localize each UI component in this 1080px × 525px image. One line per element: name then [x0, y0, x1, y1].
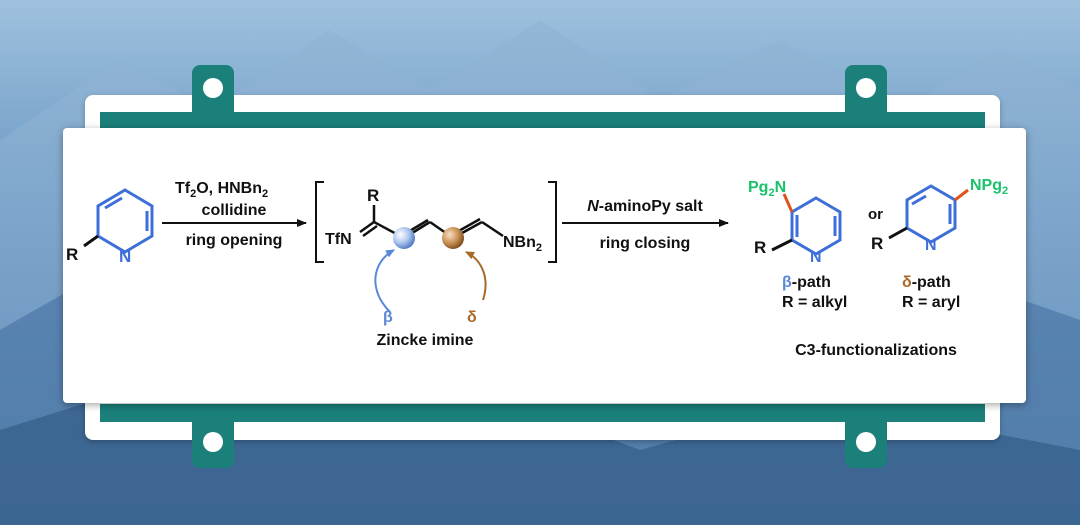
product-delta-r: R	[871, 234, 883, 253]
imine-nbn2-label: NBn2	[503, 234, 542, 254]
scheme-card	[63, 128, 1026, 403]
start-r-label: R	[66, 245, 78, 264]
product-beta-pyridine: Pg2N R N β-path R = alkyl	[748, 179, 847, 311]
product-delta-path: δ-path	[902, 274, 951, 291]
zincke-imine-structure: R TfN NBn2 β δ Zincke imine	[325, 186, 542, 349]
delta-attack-arrow	[465, 251, 487, 301]
product-delta-pyridine: NPg2 R N δ-path R = aryl	[871, 177, 1008, 311]
delta-label: δ	[467, 309, 477, 326]
product-beta-pg2n: Pg2N	[748, 179, 786, 199]
teal-bar-top	[100, 112, 985, 130]
product-delta-condition: R = aryl	[902, 294, 960, 311]
reagent-collidine: collidine	[202, 202, 267, 219]
start-n-label: N	[119, 247, 131, 266]
product-beta-condition: R = alkyl	[782, 294, 847, 311]
reagent-aminopy-salt: N-aminoPy salt	[587, 198, 703, 215]
imine-tfn-label: TfN	[325, 231, 352, 248]
product-beta-r: R	[754, 238, 766, 257]
imine-r-label: R	[367, 186, 379, 205]
reagent-ring-opening: ring opening	[186, 232, 283, 249]
zincke-imine-name: Zincke imine	[377, 332, 474, 349]
beta-attack-arrow	[374, 249, 395, 313]
binder-tab-bottom-left	[192, 410, 234, 468]
binder-tab-top-right	[845, 65, 887, 125]
start-pyridine: R N	[66, 188, 154, 266]
binder-tab-top-left	[192, 65, 234, 125]
reagent-ring-closing: ring closing	[600, 235, 691, 252]
arrow-ring-opening: Tf2O, HNBn2 collidine ring opening	[162, 180, 307, 249]
product-delta-npg2: NPg2	[970, 177, 1008, 197]
delta-carbon-sphere	[442, 227, 464, 249]
reagent-tf2o: Tf2O, HNBn2	[175, 180, 268, 200]
product-beta-path: β-path	[782, 274, 831, 291]
c3-functionalizations-caption: C3-functionalizations	[795, 342, 957, 359]
beta-carbon-sphere	[393, 227, 415, 249]
beta-label: β	[383, 309, 393, 326]
arrow-ring-closing: N-aminoPy salt ring closing	[562, 198, 729, 252]
product-beta-n: N	[810, 249, 822, 266]
or-connector: or	[868, 206, 883, 223]
binder-tab-bottom-right	[845, 410, 887, 468]
bracket-right	[548, 181, 557, 263]
product-delta-n: N	[925, 237, 937, 254]
bracket-left	[315, 181, 324, 263]
teal-bar-bottom	[100, 404, 985, 422]
